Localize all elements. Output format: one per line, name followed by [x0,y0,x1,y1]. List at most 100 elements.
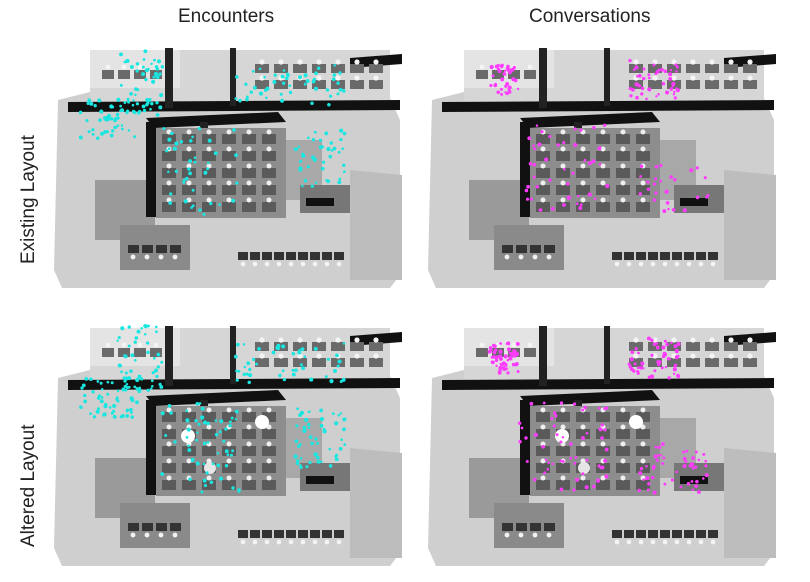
chair [266,180,272,186]
desk [636,530,646,538]
interaction-dot [78,135,83,140]
desk [222,480,236,490]
interaction-dot [646,187,651,191]
interaction-dot [503,354,508,359]
desk [242,185,256,195]
interaction-dot [675,70,678,73]
interaction-dot [542,401,546,405]
interaction-dot [112,404,117,408]
interaction-dot [144,77,148,82]
interaction-dot [597,407,601,410]
interaction-dot [279,92,283,96]
wall-post-2 [604,48,610,106]
interaction-dot [668,72,673,77]
desk [502,245,513,253]
interaction-dot [92,415,97,419]
interaction-dot [307,422,311,427]
desk [262,168,276,178]
floorplan-group [54,48,402,288]
interaction-dot [630,350,635,355]
interaction-dot [669,341,673,345]
interaction-dot [335,453,339,457]
interaction-dot [235,75,239,79]
desk [596,202,610,212]
interaction-dot [237,488,241,492]
interaction-dot [146,350,150,355]
interaction-dot [188,159,193,164]
chair [278,353,284,359]
desk [310,252,320,260]
desk [596,429,610,439]
chair [226,129,232,135]
interaction-dot [634,347,638,351]
desk [310,530,320,538]
interaction-dot [190,457,195,462]
interaction-dot [532,163,537,167]
desk [331,64,345,73]
interaction-dot [121,387,126,392]
chair [709,337,715,343]
interaction-dot [251,69,255,73]
chair [633,353,639,359]
interaction-dot [673,96,677,100]
interaction-dot [667,207,670,211]
chair [620,146,626,152]
interaction-dot [185,409,189,412]
inner-wall-left [146,122,156,217]
desk [724,342,738,351]
interaction-dot [186,427,191,432]
interaction-dot [494,82,498,86]
interaction-dot [209,480,214,485]
chair [709,59,715,65]
interaction-dot [252,357,256,362]
interaction-dot [633,362,637,366]
chair [560,424,566,430]
interaction-dot [657,453,660,457]
chair [297,59,303,65]
interaction-dot [297,349,301,352]
chair [252,261,258,267]
interaction-dot [303,82,307,86]
interaction-dot [503,69,507,72]
interaction-dot [328,464,333,468]
round-table [255,415,269,429]
chair [246,441,252,447]
interaction-dot [328,154,333,159]
interaction-dot [116,116,120,120]
interaction-dot [257,347,261,351]
chair [276,261,282,267]
chair [633,59,639,65]
interaction-dot [518,440,522,444]
interaction-dot [637,73,642,78]
interaction-dot [117,336,121,340]
chair [166,441,172,447]
interaction-dot [294,439,299,444]
chair [671,337,677,343]
interaction-dot [573,127,577,131]
inner-wall-top [146,390,286,406]
desk [648,252,658,260]
floor-shadow [350,448,402,558]
chair [153,342,159,348]
desk [202,185,216,195]
chair [259,337,265,343]
interaction-dot [671,207,676,212]
interaction-dot [137,374,142,379]
interaction-dot [97,394,102,398]
interaction-dot [312,157,317,162]
interaction-dot [629,357,634,362]
interaction-dot [155,101,159,105]
chair [652,59,658,65]
chair [259,353,265,359]
interaction-dot [242,343,246,346]
interaction-dot [516,87,520,91]
chair [373,75,379,81]
chair [206,407,212,413]
chair [540,197,546,203]
interaction-dot [329,379,334,384]
desk [636,134,650,144]
chair [373,337,379,343]
interaction-dot [187,444,190,448]
interaction-dot [183,178,186,182]
chair [674,261,680,267]
